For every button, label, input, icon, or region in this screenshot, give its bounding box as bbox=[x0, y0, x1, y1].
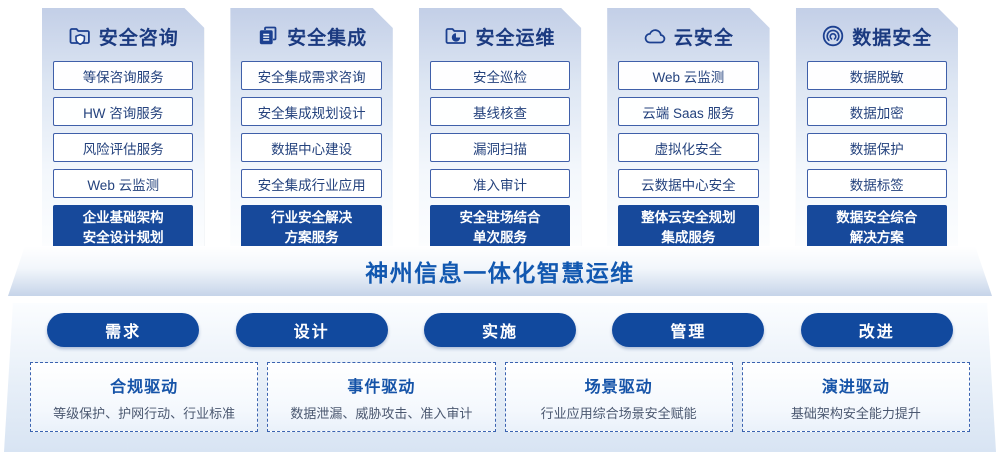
solution-line: 解决方案 bbox=[849, 230, 904, 245]
pillar-title: 云安全 bbox=[673, 27, 734, 49]
service-item: 安全集成行业应用 bbox=[241, 169, 381, 198]
pillar-card-data-security: 数据安全 数据脱敏 数据加密 数据保护 数据标签 数据安全综合 解决方案 bbox=[796, 8, 958, 258]
process-steps-row: 需求 设计 实施 管理 改进 bbox=[4, 313, 996, 347]
pillar-title: 数据安全 bbox=[852, 27, 933, 49]
service-list: Web 云监测 云端 Saas 服务 虚拟化安全 云数据中心安全 bbox=[607, 61, 769, 198]
pillar-solution-box: 数据安全综合 解决方案 bbox=[807, 205, 947, 251]
driver-title: 演进驱动 bbox=[821, 378, 890, 396]
process-step-improvement: 改进 bbox=[800, 313, 953, 347]
driver-desc: 数据泄漏、威胁攻击、准入审计 bbox=[290, 405, 473, 421]
solution-line: 单次服务 bbox=[472, 230, 527, 245]
service-item: 安全集成需求咨询 bbox=[241, 61, 381, 90]
drivers-row: 合规驱动 等级保护、护网行动、行业标准 事件驱动 数据泄漏、威胁攻击、准入审计 … bbox=[4, 362, 996, 432]
folder-chart-icon bbox=[444, 24, 468, 48]
service-list: 等保咨询服务 HW 咨询服务 风险评估服务 Web 云监测 bbox=[42, 61, 204, 198]
service-item: Web 云监测 bbox=[53, 169, 193, 198]
driver-title: 合规驱动 bbox=[110, 378, 179, 396]
solution-line: 集成服务 bbox=[661, 230, 716, 245]
pillar-solution-box: 企业基础架构 安全设计规划 bbox=[53, 205, 193, 251]
process-step-design: 设计 bbox=[235, 313, 388, 347]
pillar-solution-box: 整体云安全规划 集成服务 bbox=[618, 205, 758, 251]
pillar-title: 安全咨询 bbox=[98, 27, 179, 49]
driver-desc: 基础架构安全能力提升 bbox=[790, 405, 921, 421]
pillar-card-security-consulting: 安全咨询 等保咨询服务 HW 咨询服务 风险评估服务 Web 云监测 企业基础架… bbox=[42, 8, 204, 258]
cloud-icon bbox=[643, 24, 667, 48]
service-item: 虚拟化安全 bbox=[618, 133, 758, 162]
driver-title: 事件驱动 bbox=[347, 378, 416, 396]
pillar-solution-box: 安全驻场结合 单次服务 bbox=[430, 205, 570, 251]
service-item: 数据标签 bbox=[807, 169, 947, 198]
documents-icon bbox=[256, 24, 280, 48]
pillar-header: 安全运维 bbox=[419, 22, 581, 50]
solution-line: 方案服务 bbox=[284, 230, 339, 245]
pillar-header: 云安全 bbox=[607, 22, 769, 50]
service-item: 等保咨询服务 bbox=[53, 61, 193, 90]
service-item: 安全集成规划设计 bbox=[241, 97, 381, 126]
service-item: 数据保护 bbox=[807, 133, 947, 162]
driver-box-scenario: 场景驱动 行业应用综合场景安全赋能 bbox=[504, 362, 733, 432]
pillar-header: 安全咨询 bbox=[42, 22, 204, 50]
service-item: 云端 Saas 服务 bbox=[618, 97, 758, 126]
service-item: Web 云监测 bbox=[618, 61, 758, 90]
pillar-title: 安全运维 bbox=[475, 27, 556, 49]
solution-line: 企业基础架构 bbox=[82, 210, 164, 226]
solution-line: 行业安全解决 bbox=[271, 210, 353, 226]
folder-shield-icon bbox=[68, 24, 92, 48]
service-item: 数据加密 bbox=[807, 97, 947, 126]
pillar-card-cloud-security: 云安全 Web 云监测 云端 Saas 服务 虚拟化安全 云数据中心安全 整体云… bbox=[607, 8, 769, 258]
platform-banner: 神州信息一体化智慧运维 bbox=[8, 246, 992, 296]
service-item: 漏洞扫描 bbox=[430, 133, 570, 162]
service-item: 基线核查 bbox=[430, 97, 570, 126]
service-pillars-row: 安全咨询 等保咨询服务 HW 咨询服务 风险评估服务 Web 云监测 企业基础架… bbox=[0, 8, 1000, 258]
service-list: 安全集成需求咨询 安全集成规划设计 数据中心建设 安全集成行业应用 bbox=[230, 61, 392, 198]
driver-box-compliance: 合规驱动 等级保护、护网行动、行业标准 bbox=[30, 362, 259, 432]
pillar-header: 安全集成 bbox=[230, 22, 392, 50]
pillar-header: 数据安全 bbox=[796, 22, 958, 50]
solution-line: 整体云安全规划 bbox=[641, 210, 736, 226]
driver-title: 场景驱动 bbox=[584, 378, 653, 396]
pillar-card-security-integration: 安全集成 安全集成需求咨询 安全集成规划设计 数据中心建设 安全集成行业应用 行… bbox=[230, 8, 392, 258]
driver-box-incident: 事件驱动 数据泄漏、威胁攻击、准入审计 bbox=[267, 362, 496, 432]
service-item: 风险评估服务 bbox=[53, 133, 193, 162]
service-item: 数据脱敏 bbox=[807, 61, 947, 90]
solution-line: 安全设计规划 bbox=[82, 230, 164, 245]
solution-line: 数据安全综合 bbox=[836, 210, 918, 226]
driver-desc: 等级保护、护网行动、行业标准 bbox=[53, 405, 236, 421]
fingerprint-icon bbox=[821, 24, 845, 48]
pillar-card-security-operations: 安全运维 安全巡检 基线核查 漏洞扫描 准入审计 安全驻场结合 单次服务 bbox=[419, 8, 581, 258]
process-step-implementation: 实施 bbox=[423, 313, 576, 347]
platform-banner-title: 神州信息一体化智慧运维 bbox=[365, 260, 635, 286]
service-item: 数据中心建设 bbox=[241, 133, 381, 162]
service-item: 安全巡检 bbox=[430, 61, 570, 90]
service-item: 准入审计 bbox=[430, 169, 570, 198]
service-list: 安全巡检 基线核查 漏洞扫描 准入审计 bbox=[419, 61, 581, 198]
driver-desc: 行业应用综合场景安全赋能 bbox=[540, 405, 697, 421]
solution-line: 安全驻场结合 bbox=[459, 210, 541, 226]
pillar-solution-box: 行业安全解决 方案服务 bbox=[241, 205, 381, 251]
service-item: 云数据中心安全 bbox=[618, 169, 758, 198]
process-panel: 需求 设计 实施 管理 改进 合规驱动 等级保护、护网行动、行业标准 事件驱动 … bbox=[4, 303, 996, 452]
service-item: HW 咨询服务 bbox=[53, 97, 193, 126]
service-list: 数据脱敏 数据加密 数据保护 数据标签 bbox=[796, 61, 958, 198]
process-step-management: 管理 bbox=[612, 313, 765, 347]
driver-box-evolution: 演进驱动 基础架构安全能力提升 bbox=[741, 362, 970, 432]
pillar-title: 安全集成 bbox=[287, 27, 368, 49]
process-step-requirement: 需求 bbox=[47, 313, 200, 347]
